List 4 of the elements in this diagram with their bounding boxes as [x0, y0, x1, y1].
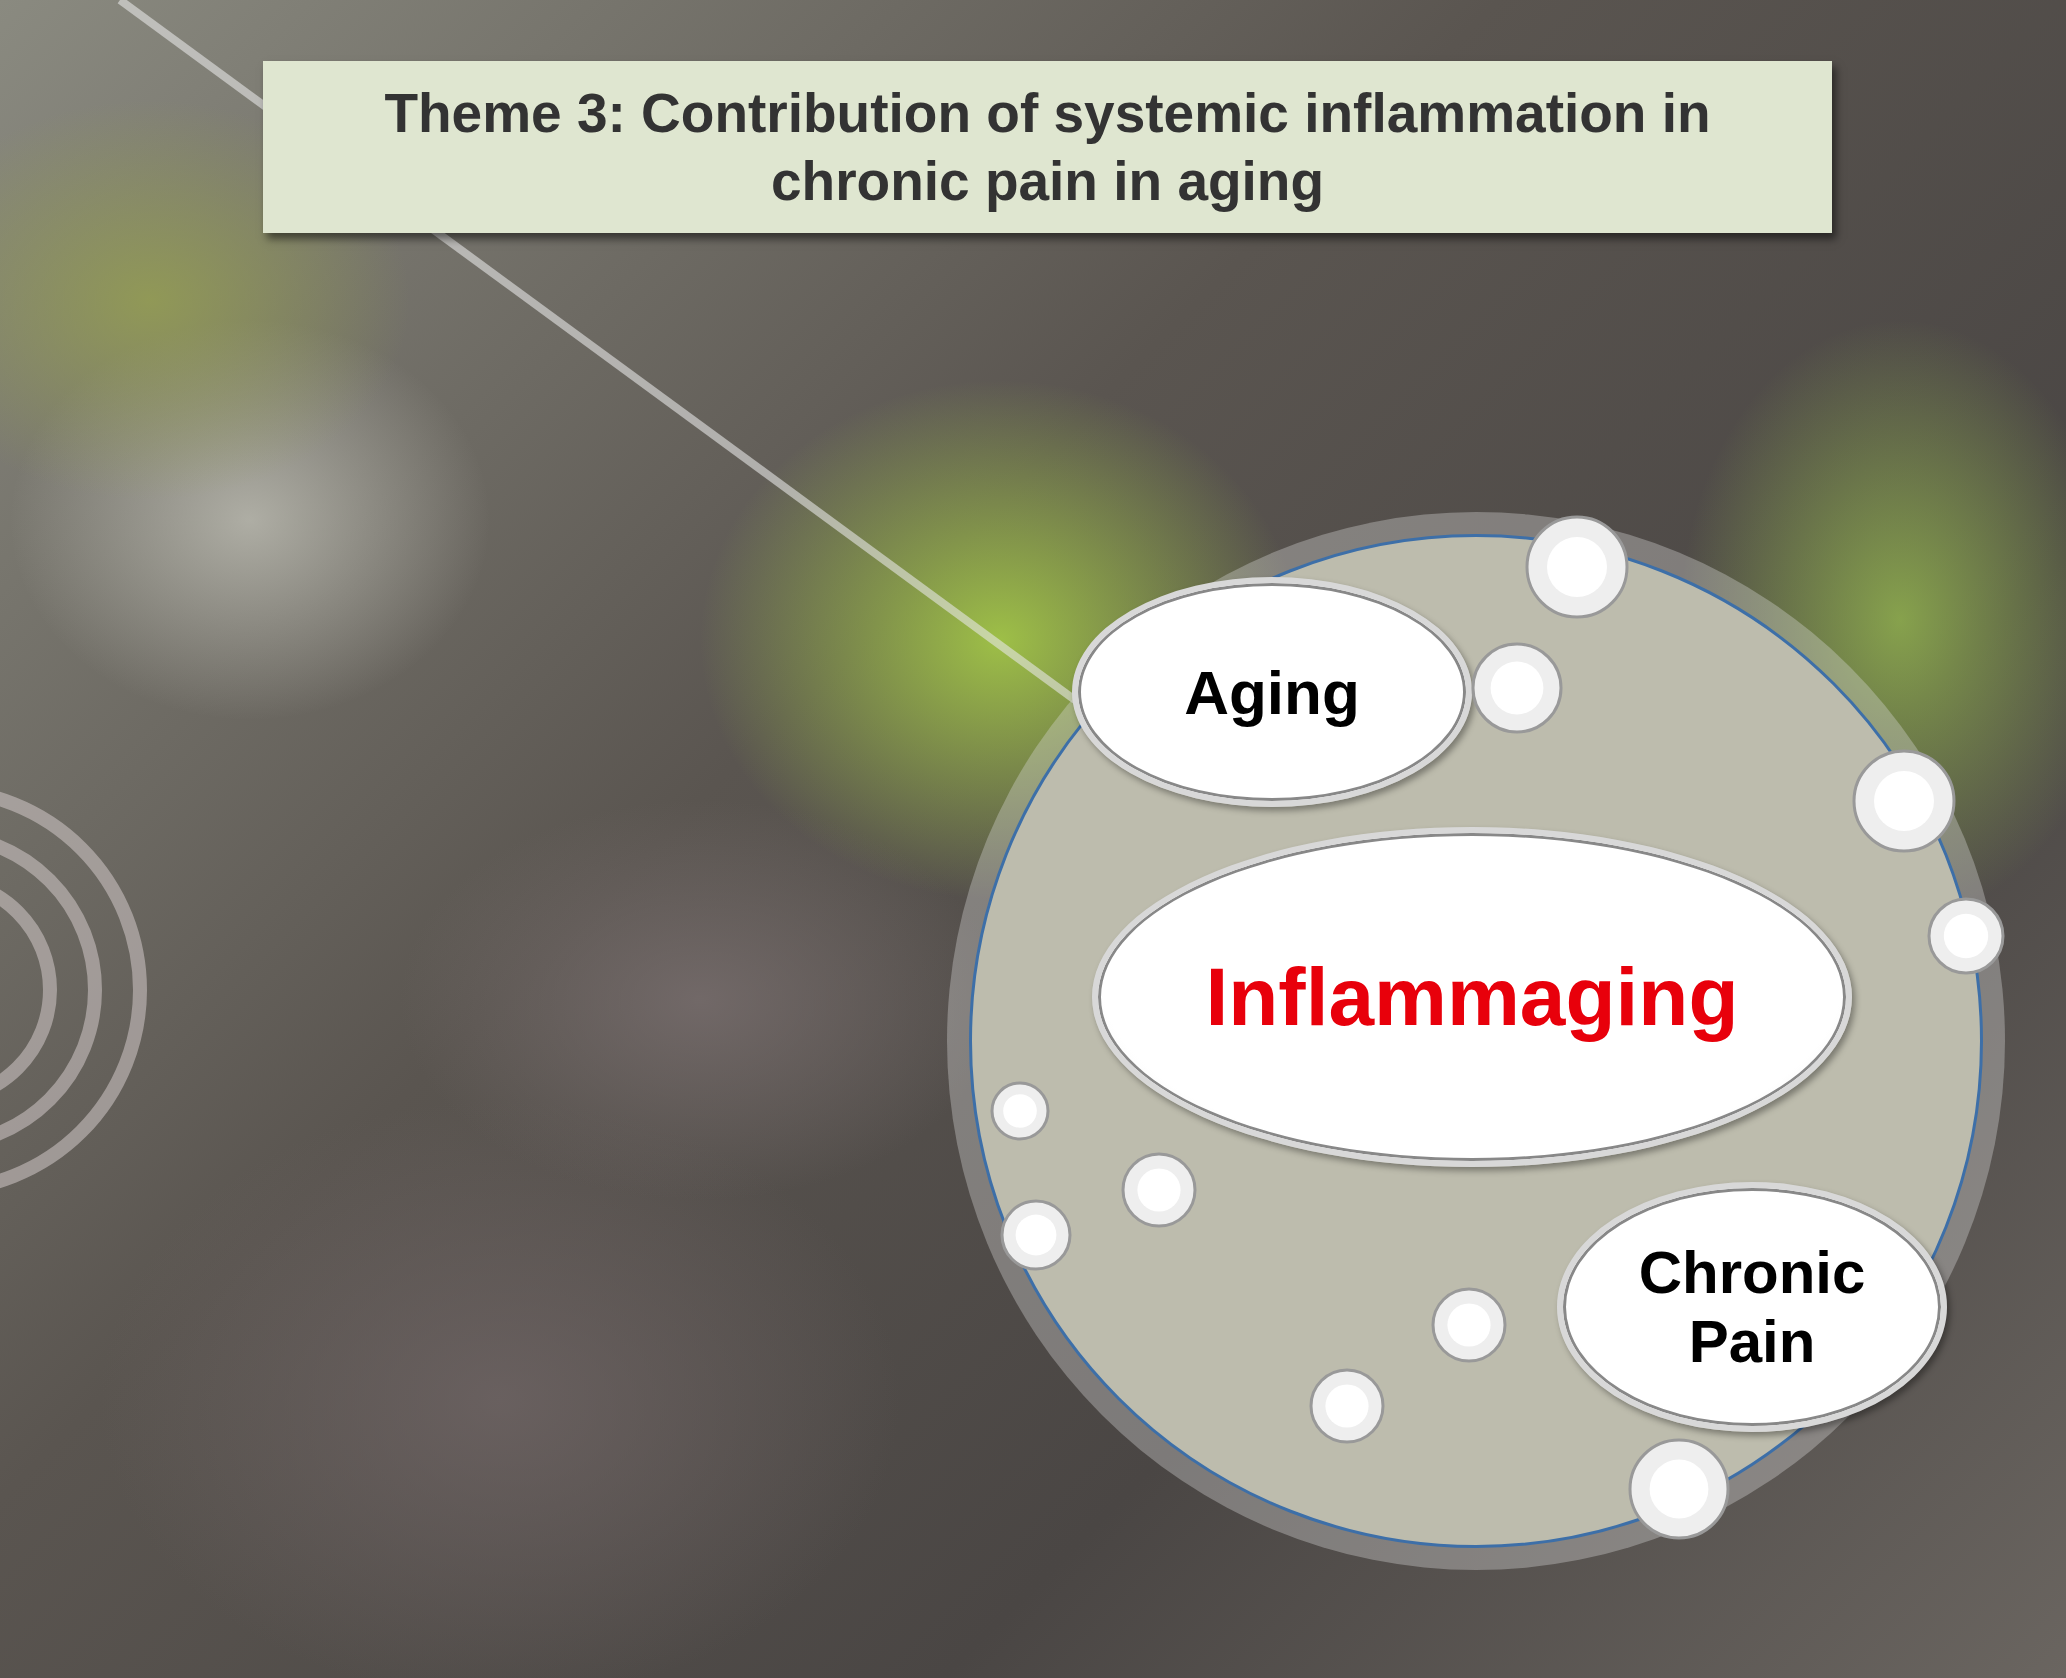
node-label: Chronic Pain	[1637, 1238, 1867, 1376]
title: Theme 3: Contribution of systemic inflammation in chronic pain in aging	[383, 81, 1712, 214]
node-label: Aging	[1184, 656, 1360, 728]
node-label: Inflammaging	[1205, 950, 1739, 1044]
